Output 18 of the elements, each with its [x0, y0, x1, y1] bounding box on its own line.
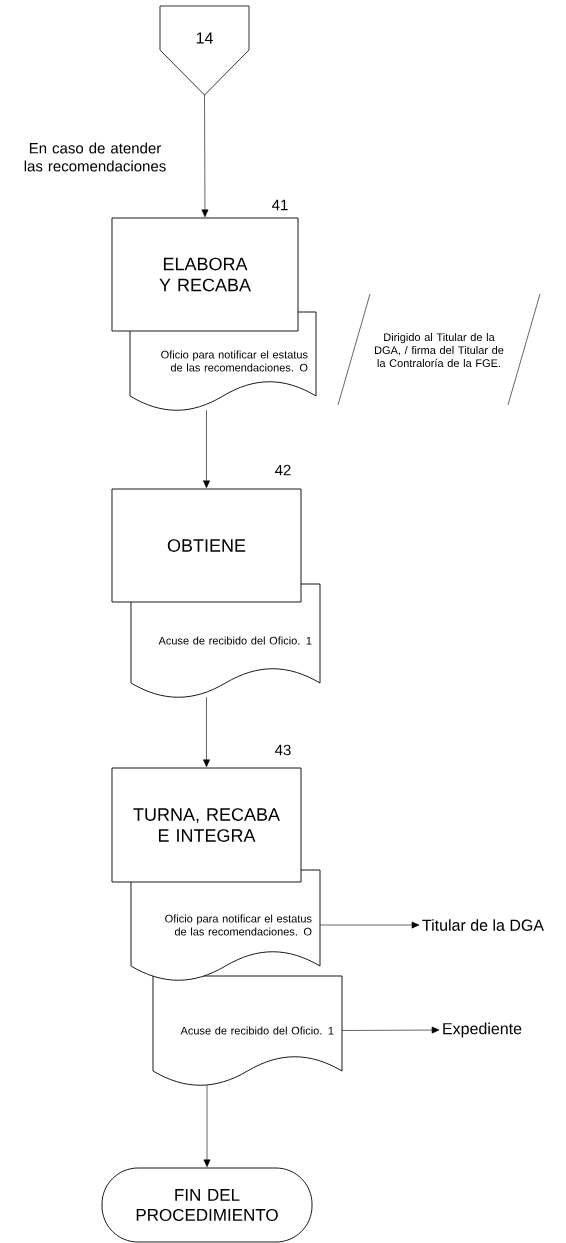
arrow	[203, 1084, 211, 1168]
process-box: OBTIENE	[111, 488, 302, 603]
step-number: 42	[275, 464, 291, 476]
annotation-parallelogram: Dirigido al Titular de la DGA, / firma del Titular de la Contraloría de la FGE.	[337, 293, 541, 406]
arrow	[341, 1026, 440, 1034]
arrow	[203, 696, 210, 768]
destination-label: Expediente	[443, 1022, 522, 1038]
arrow	[203, 409, 210, 489]
arrow	[319, 921, 420, 929]
process-box: TURNA, RECABA E INTEGRA	[111, 767, 302, 883]
edge-label: En caso de atender las recomendaciones	[24, 142, 166, 172]
step-number: 43	[275, 744, 291, 756]
arrow	[201, 94, 209, 218]
destination-label: Titular de la DGA	[422, 919, 544, 931]
off-page-connector: 14	[159, 5, 250, 96]
process-box: ELABORA Y RECABA	[111, 217, 299, 332]
terminator: FIN DEL PROCEDIMIENTO	[101, 1167, 313, 1243]
step-number: 41	[272, 199, 288, 211]
